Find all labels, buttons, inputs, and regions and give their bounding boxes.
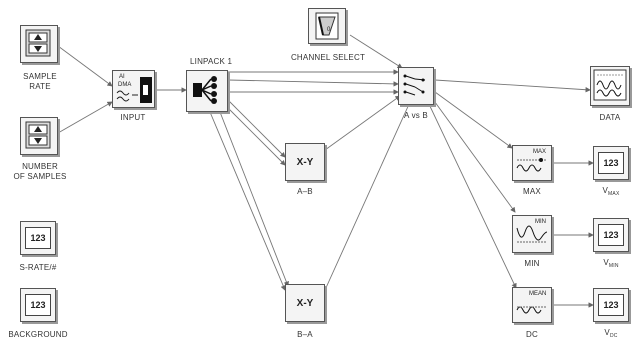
spinner-icon [25,121,51,149]
wire-xybottom-avsb [324,101,411,291]
background-label: BACKGROUND [8,330,68,339]
number-samples-label: NUMBER OF SAMPLES [13,162,67,181]
vdc-indicator[interactable]: 123 [593,288,629,322]
switch-state: 0 [327,27,331,33]
xy-top-block[interactable]: X-Y [285,143,325,181]
wire-avsb-max [434,91,513,149]
wire-xytop-avsb [324,95,401,151]
linpack-label: LINPACK 1 [190,57,233,66]
vmin-label-sub: MIN [608,263,619,269]
max-block[interactable]: MAX [512,145,552,181]
xy-bottom-label: B–A [297,330,313,339]
dc-tag: MEAN [529,291,547,297]
input-tag-ai: AI [119,74,125,80]
wire-linpack-xybottom-1 [209,111,286,291]
wire-avsb-min [431,97,516,213]
vmax-value: 123 [598,152,624,174]
vdc-label-main: V [604,328,610,337]
toggle-switch-icon [315,12,339,40]
xy-bottom-text: X-Y [296,297,314,309]
spinner-icon [25,29,51,57]
number-samples-control[interactable] [20,117,58,155]
multiplexer-icon [403,74,426,96]
wire-linpack-xytop-1 [227,99,286,158]
dc-block[interactable]: MEAN [512,287,552,323]
max-tag: MAX [533,149,547,155]
input-tag-dma: DMA [118,82,132,88]
input-label: INPUT [120,113,146,122]
mean-wave-icon [516,306,547,314]
dma-icon [116,77,152,103]
xy-top-label: A–B [297,187,313,196]
s-rate-label: S-RATE/# [19,263,57,272]
vmax-label-sub: MAX [608,191,620,197]
vdc-value: 123 [598,294,624,316]
data-graph[interactable] [590,66,630,106]
wire-channel-avsb [349,34,403,69]
max-label: MAX [523,187,541,196]
min-block[interactable]: MIN [512,215,552,253]
vdc-label: VDC [593,328,629,341]
input-block[interactable]: AI DMA [112,70,155,108]
background-value: 123 [25,294,51,316]
xy-bottom-block[interactable]: X-Y [285,284,325,322]
vmax-label: VMAX [593,186,629,199]
min-label: MIN [524,259,540,268]
vmin-value: 123 [598,224,624,246]
dc-label: DC [526,330,538,339]
max-wave-icon [516,158,547,172]
vmax-label-main: V [602,186,609,195]
sample-rate-label: SAMPLE RATE [23,72,57,91]
s-rate-value: 123 [25,227,51,249]
vdc-label-sub: DC [609,333,618,339]
a-vs-b-label: A vs B [404,111,428,120]
vmax-indicator[interactable]: 123 [593,146,629,180]
background-indicator[interactable]: 123 [20,288,56,322]
s-rate-indicator[interactable]: 123 [20,221,56,255]
wire-avsb-dc [427,101,517,289]
xy-top-text: X-Y [296,156,314,168]
linpack-block[interactable] [186,70,228,112]
vmin-label-main: V [603,258,609,267]
wire-linpack-xybottom-2 [219,111,289,287]
wire-avsb-data [434,79,591,93]
wire-linpack-avsb-2 [227,79,399,87]
channel-select-switch[interactable]: 0 [308,8,346,44]
data-label: DATA [599,113,621,122]
min-wave-icon [516,225,548,243]
wire-samplerate-input [57,45,113,87]
channel-select-label: CHANNEL SELECT [290,53,366,62]
vmin-label: VMIN [593,258,629,271]
wire-nsamples-input [57,101,113,134]
vmin-indicator[interactable]: 123 [593,218,629,252]
waveform-graph-icon [593,69,627,101]
a-vs-b-block[interactable] [398,67,434,105]
min-tag: MIN [535,219,546,225]
sample-rate-control[interactable] [20,25,58,63]
wire-linpack-xytop-2 [227,107,286,166]
splitter-icon [193,76,217,104]
